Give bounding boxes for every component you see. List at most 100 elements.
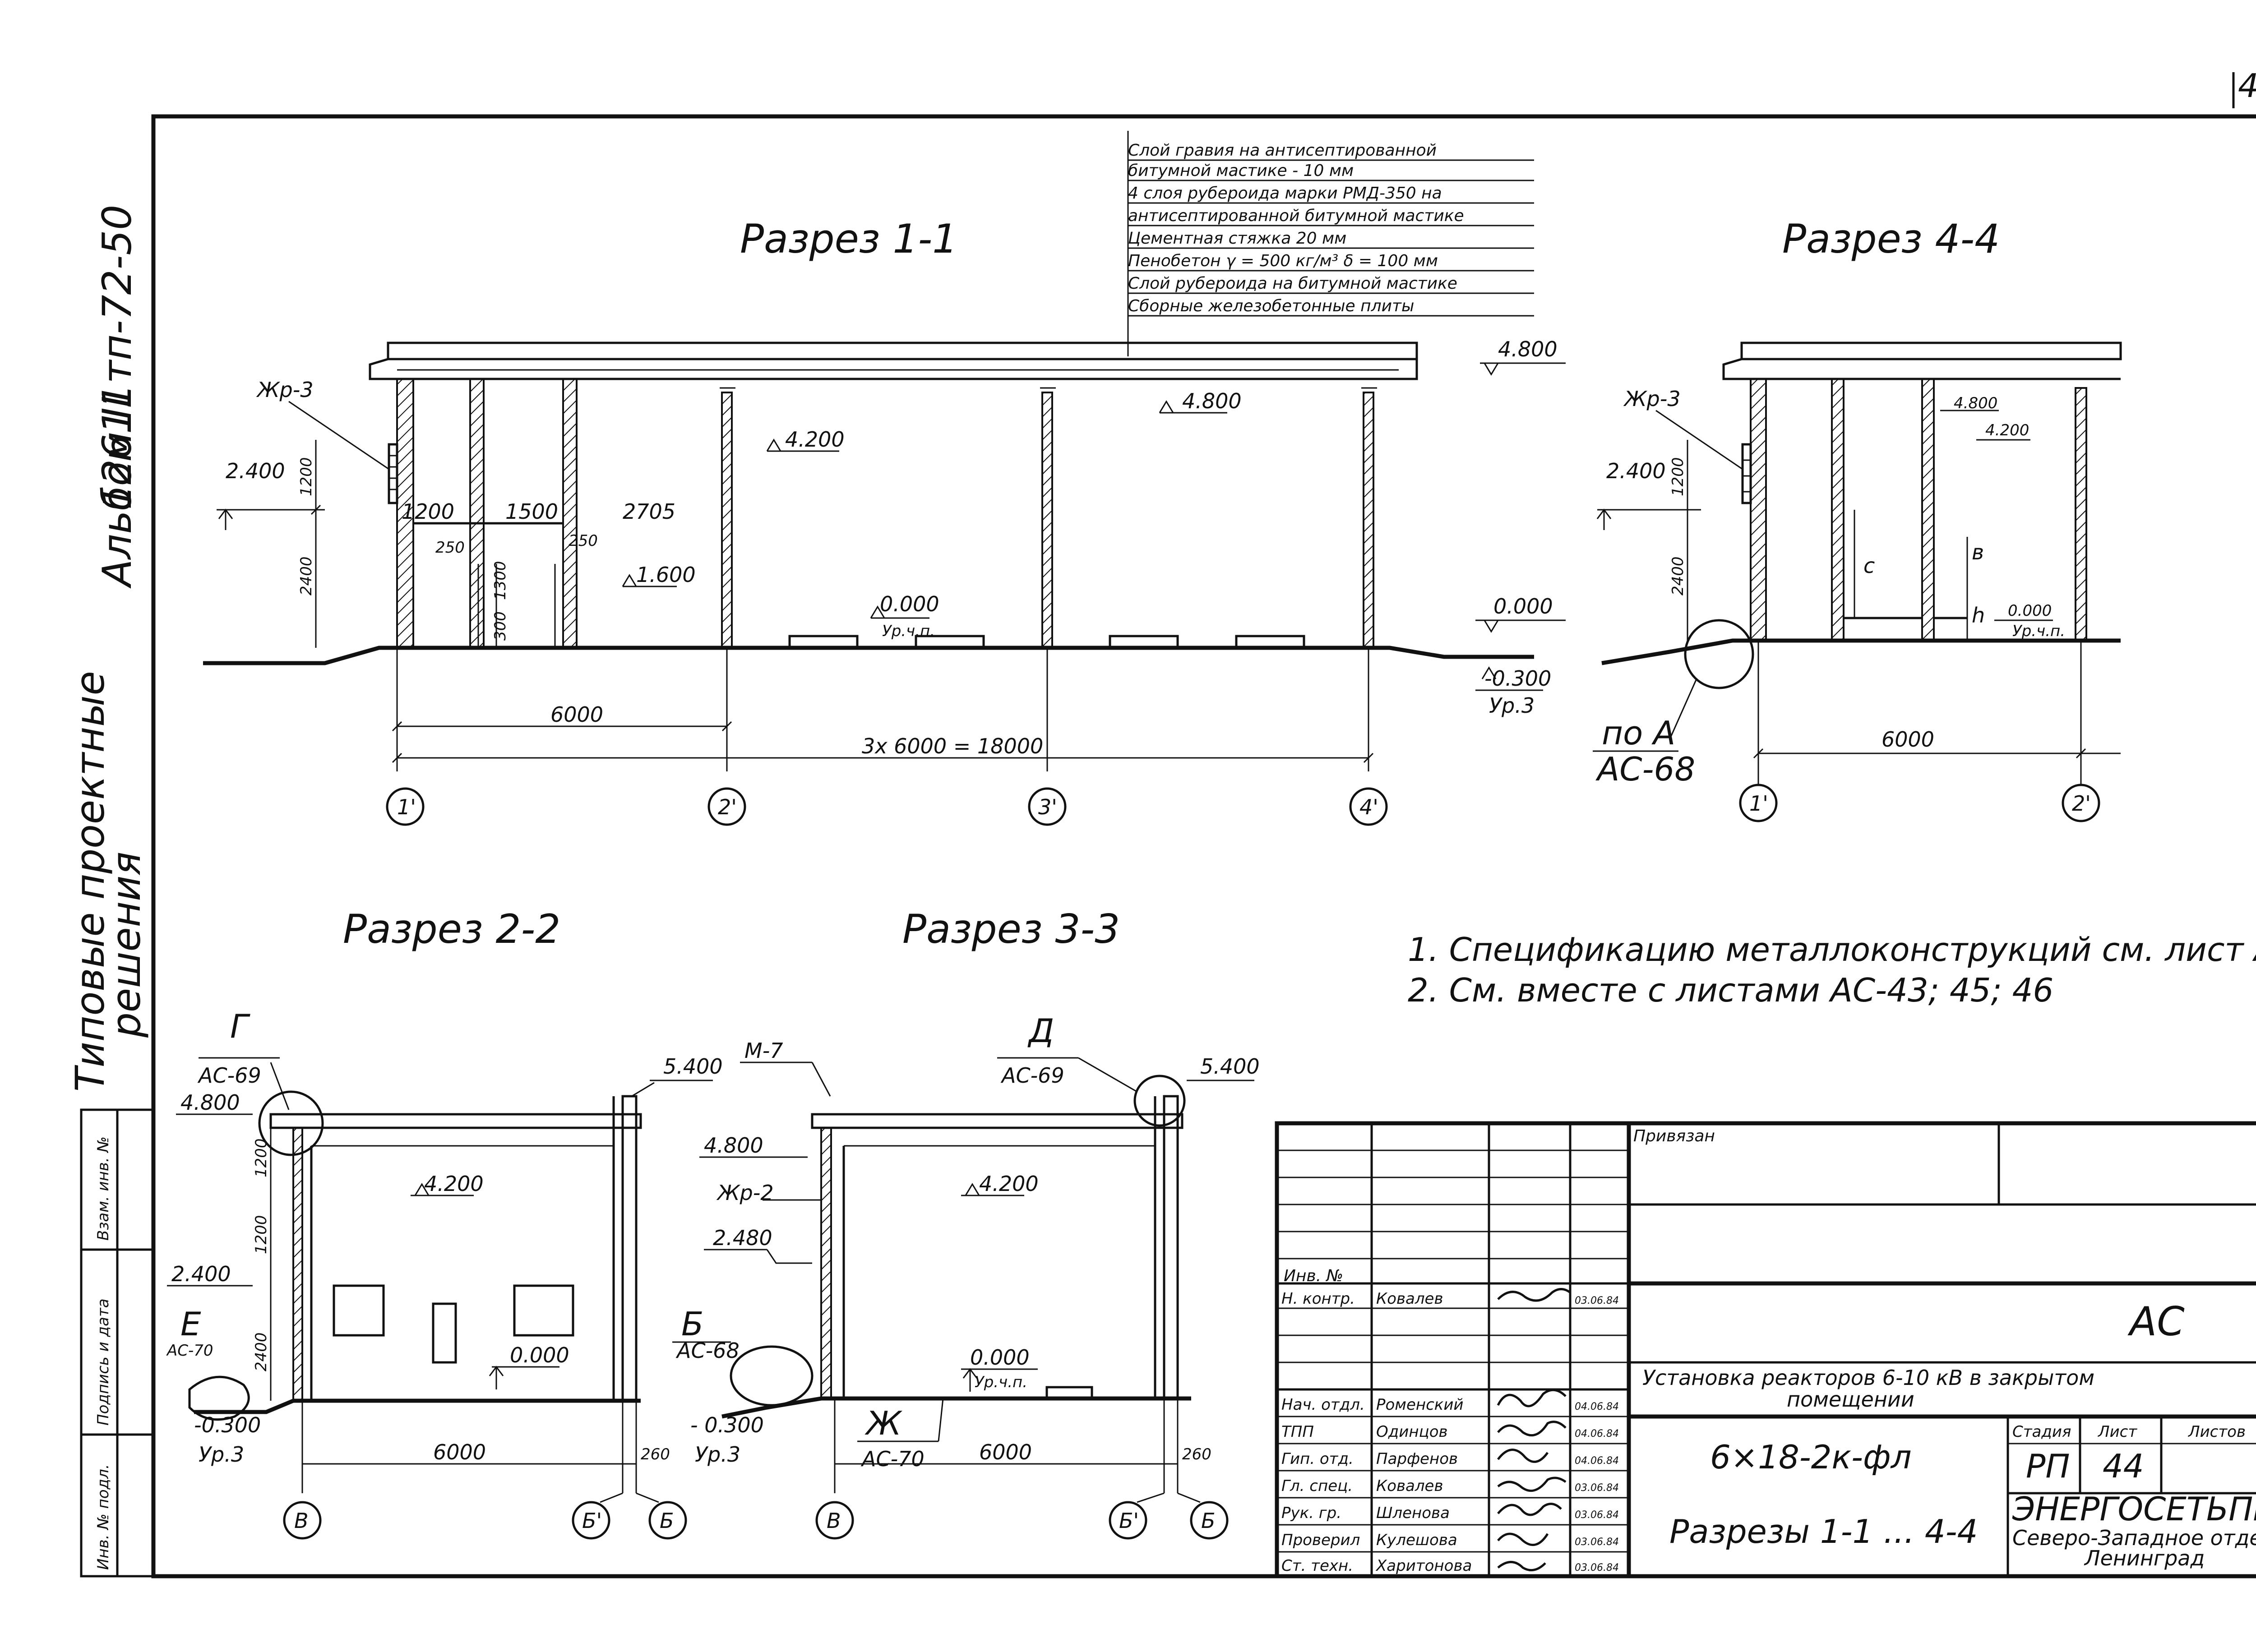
section-1-1: Разрез 1-1 Жр-3 — [203, 131, 1566, 826]
dim-1200-s44: 1200 — [1669, 457, 1687, 496]
elev-m0300-s22: -0.300 — [194, 1413, 261, 1437]
elev-0000-s33: 0.000 — [970, 1345, 1030, 1370]
elev-5400-s22: 5.400 — [663, 1054, 723, 1079]
axis-b1-s22: Б' — [582, 1509, 602, 1533]
dim-260-s33: 260 — [1182, 1445, 1211, 1463]
label-urcp-s44: Ур.ч.п. — [2012, 622, 2065, 640]
signatures — [1497, 1288, 1571, 1572]
dim-6000-s11: 6000 — [550, 702, 603, 727]
dim-2400-s22: 2400 — [252, 1332, 270, 1371]
axis-v-s33: В — [827, 1509, 841, 1533]
tb-role-2: Нач. отдл. — [1281, 1396, 1365, 1414]
roof-layers-spec: Слой гравия на антисептированной битумно… — [1128, 141, 1534, 317]
tb-name-8: Харитонова — [1375, 1557, 1472, 1575]
tb-name-2: Роменский — [1376, 1396, 1464, 1414]
tb-org-3: Ленинград — [2084, 1546, 2205, 1570]
tb-name-6: Шленова — [1376, 1504, 1450, 1522]
label-g: Г — [230, 1007, 250, 1045]
dim-2400-s44: 2400 — [1669, 556, 1687, 595]
elev-4800-r: 4.800 — [1498, 337, 1558, 361]
elev-4800-s22: 4.800 — [180, 1090, 240, 1115]
dim-c: с — [1863, 554, 1875, 578]
dim-1200-v: 1200 — [297, 457, 315, 496]
side-labels: 12611тп-72-50 Альбом II Типовые проектны… — [67, 205, 149, 1092]
dim-6000-s33: 6000 — [979, 1440, 1032, 1464]
tb-role-5: Гл. спец. — [1281, 1477, 1353, 1495]
label-zhr3-s44: Жр-3 — [1623, 387, 1681, 411]
label-d: Д — [1027, 1012, 1054, 1050]
section-3-3: Разрез 3-3 Д АС-69 М-7 4.800 Жр-2 4.200 … — [672, 906, 1260, 1540]
label-ac68-s44: АС-68 — [1595, 750, 1695, 788]
axis-4-s11: 4' — [1359, 795, 1378, 819]
roof-layer-3: 4 слоя рубероида марки РМД-350 на — [1128, 184, 1442, 203]
tb-role-3: ТПП — [1281, 1423, 1314, 1441]
tb-stage: РП — [2026, 1447, 2070, 1485]
section-3-3-title: Разрез 3-3 — [902, 906, 1120, 952]
tb-role-8: Ст. техн. — [1281, 1557, 1353, 1575]
elev-4800-s44: 4.800 — [1954, 394, 1997, 412]
elev-4800: 4.800 — [1182, 389, 1242, 413]
elev-0000-s44: 0.000 — [2008, 602, 2052, 620]
dim-260-s22: 260 — [641, 1445, 670, 1463]
dim-6000-s22: 6000 — [433, 1440, 486, 1464]
album-number: Альбом II — [94, 396, 140, 589]
tb-date-6: 03.06.84 — [1575, 1509, 1619, 1521]
dim-1200: 1200 — [402, 499, 454, 524]
tb-date-2: 04.06.84 — [1575, 1401, 1619, 1412]
album-code: 12611тп-72-50 — [94, 205, 140, 510]
label-ur3: Ур.3 — [1489, 693, 1535, 718]
tb-sheets-label: Листов — [2187, 1423, 2246, 1441]
axis-b-s22: Б — [660, 1509, 674, 1533]
tb-date-3: 04.06.84 — [1575, 1428, 1619, 1440]
elev-0000: 0.000 — [880, 592, 939, 616]
tb-role-6: Рук. гр. — [1281, 1504, 1341, 1522]
tb-role-4: Гип. отд. — [1281, 1450, 1354, 1468]
tb-date-1: 03.06.84 — [1575, 1295, 1619, 1306]
axis-3-s11: 3' — [1038, 795, 1057, 819]
label-urcp: Ур.ч.п. — [882, 622, 935, 640]
tb-sheet-name: Разрезы 1-1 ... 4-4 — [1669, 1513, 1978, 1550]
tb-inv: Инв. № — [1284, 1267, 1343, 1285]
page-number: 49 — [2238, 67, 2256, 105]
tb-privyazan: Привязан — [1633, 1127, 1715, 1145]
dim-v: в — [1972, 540, 1984, 564]
note-2: 2. См. вместе с листами АС-43; 45; 46 — [1408, 971, 2053, 1009]
section-4-4-title: Разрез 4-4 — [1782, 216, 2000, 262]
margin-stamp: Инв. № подл. Подпись и дата Взам. инв. № — [80, 1108, 155, 1578]
tb-role-1: Н. контр. — [1281, 1290, 1355, 1308]
tb-date-8: 03.06.84 — [1575, 1562, 1619, 1574]
elev-0000-s22: 0.000 — [510, 1343, 569, 1367]
label-m7: М-7 — [744, 1038, 783, 1063]
section-1-1-title: Разрез 1-1 — [740, 216, 957, 262]
sheet-frame — [151, 114, 2256, 1578]
tb-name-1: Ковалев — [1376, 1290, 1443, 1308]
tb-date-7: 03.06.84 — [1575, 1537, 1619, 1548]
tb-code: АС — [2127, 1298, 2185, 1345]
tb-org-2: Северо-Западное отделение — [2012, 1526, 2256, 1550]
axis-1-s44: 1' — [1749, 791, 1768, 816]
elev-2480-s33: 2.480 — [713, 1226, 772, 1250]
axis-b-s33: Б — [1201, 1509, 1216, 1533]
stamp-vzam-inv: Взам. инв. № — [94, 1136, 112, 1241]
elev-2400: 2.400 — [226, 459, 285, 483]
tb-sheet: 44 — [2103, 1447, 2144, 1485]
dim-2705: 2705 — [623, 499, 675, 524]
tb-date-5: 03.06.84 — [1575, 1482, 1619, 1494]
title-block: Привязан Инв. № АС Установка реакторов 6… — [1275, 1121, 2256, 1578]
tb-name-7: Кулешова — [1376, 1531, 1457, 1549]
stamp-inv-podl: Инв. № подл. — [94, 1464, 112, 1570]
elev-5400-s33: 5.400 — [1200, 1054, 1260, 1079]
tb-title-1: Установка реакторов 6-10 кВ в закрытом — [1642, 1366, 2094, 1390]
elev-m0300-s33: - 0.300 — [690, 1413, 764, 1437]
section-2-2: Разрез 2-2 Г АС-69 4.800 4.200 1200 1200… — [166, 906, 723, 1540]
label-zhr3: Жр-3 — [256, 378, 314, 402]
series-line-2: решения — [103, 852, 149, 1038]
stamp-podpis-data: Подпись и дата — [94, 1298, 112, 1426]
series-line-1: Типовые проектные — [67, 671, 113, 1092]
roof-layer-6: Пенобетон γ = 500 кг/м³ δ = 100 мм — [1128, 252, 1438, 270]
tb-scheme: 6×18-2к-фл — [1710, 1438, 1912, 1476]
label-zhr2: Жр-2 — [716, 1181, 774, 1205]
dim-1500: 1500 — [505, 499, 558, 524]
tb-title-2: помещении — [1787, 1387, 1914, 1412]
elev-4200: 4.200 — [785, 427, 845, 452]
